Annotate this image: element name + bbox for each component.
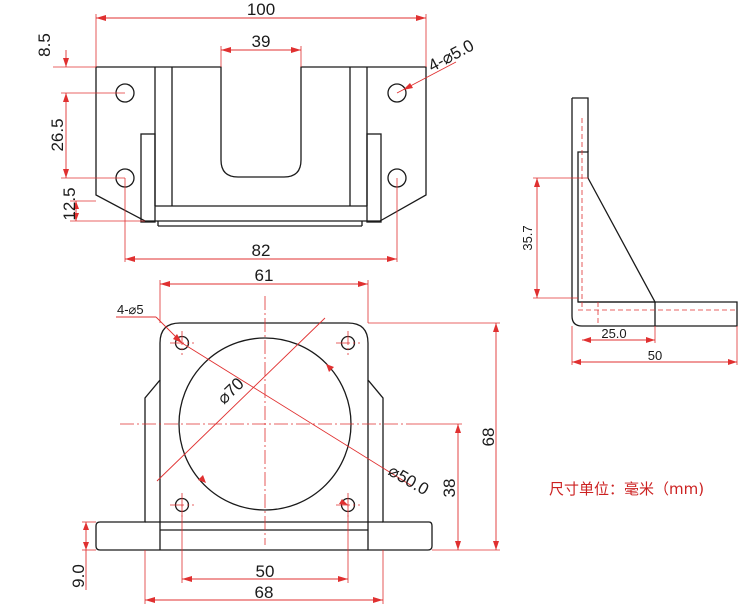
side-view-gusset <box>577 151 657 303</box>
dim-side-inner-offset: 25.0 <box>601 326 626 341</box>
dim-hole-to-bottom: 12.5 <box>60 187 79 220</box>
unit-note: 尺寸单位：毫米（mm) <box>549 480 705 498</box>
side-view-vertical-plate <box>571 97 589 327</box>
side-view-base-plate <box>578 301 738 327</box>
dim-bolt-circle: ⌀50.0 <box>385 461 432 499</box>
front-view: 61 4-⌀5 ⌀70 ⌀50.0 68 38 9.0 <box>69 266 500 604</box>
dim-foot-thickness: 9.0 <box>69 564 88 588</box>
dim-side-height: 35.7 <box>520 225 535 250</box>
dim-front-overall-width: 68 <box>255 583 274 602</box>
top-view-gusset <box>140 133 156 223</box>
top-view-gusset <box>366 133 382 223</box>
top-hole-callout: 4-⌀5.0 <box>425 36 477 76</box>
dim-overall-width: 100 <box>247 0 275 19</box>
dim-front-total-height: 68 <box>479 428 498 447</box>
dim-slot-width: 39 <box>252 32 271 51</box>
dim-front-hole-pitch: 50 <box>256 562 275 581</box>
dim-edge-to-hole: 8.5 <box>35 33 54 57</box>
dim-hole-pitch-vertical: 26.5 <box>48 118 67 151</box>
dim-side-base-length: 50 <box>648 348 662 363</box>
top-view: 100 39 4-⌀5.0 8.5 26.5 12.5 82 <box>35 0 477 262</box>
side-view: 35.7 25.0 50 <box>520 97 738 365</box>
front-hole-callout: 4-⌀5 <box>117 302 144 317</box>
dim-hole-pitch-horizontal: 82 <box>252 241 271 260</box>
top-view-outline <box>95 66 427 222</box>
dim-center-height: 38 <box>440 479 459 498</box>
dim-front-top-width: 61 <box>255 266 274 285</box>
